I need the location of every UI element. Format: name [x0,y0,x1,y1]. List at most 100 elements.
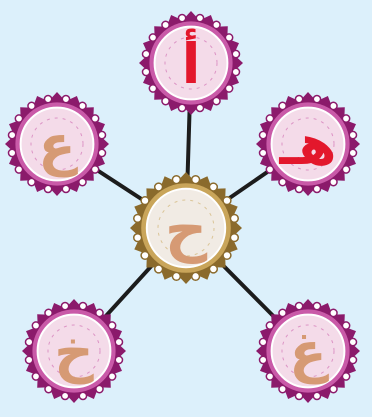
badge-knob [8,149,15,156]
badge-knob [96,309,103,316]
badge-knob [225,85,232,92]
badge-knob [172,176,180,184]
badge-knob [28,178,35,185]
badge-knob [91,115,98,122]
badge-knob [178,104,185,111]
badge-knob [223,197,231,205]
badge-knob [32,322,39,329]
badge-knob [266,115,273,122]
badge-knob [98,149,105,156]
letter-glyph: هـ [279,113,337,177]
letter-node-top[interactable]: أ [139,11,243,115]
badge-knob [178,14,185,21]
badge-knob [295,185,302,192]
badge-knob [79,392,86,399]
badge-knob [25,356,32,363]
badge-knob [62,95,69,102]
badge-knob [342,166,349,173]
badge-knob [142,68,149,75]
badge-knob [279,309,286,316]
badge-knob [349,131,356,138]
badge-knob [213,21,220,28]
badge-knob [259,149,266,156]
letter-node-bottom-left[interactable]: خ [22,299,126,403]
badge-knob [61,302,68,309]
badge-knob [330,178,337,185]
badge-knob [141,197,149,205]
badge-knob [279,102,286,109]
badge-knob [61,392,68,399]
badge-knob [313,302,320,309]
badge-knob [313,392,320,399]
badge-knob [28,102,35,109]
badge-knob [162,21,169,28]
badge-knob [62,185,69,192]
letter-glyph: خ [54,320,94,384]
badge-knob [279,385,286,392]
badge-knob [232,50,239,57]
badge-knob [349,356,356,363]
badge-knob [44,95,51,102]
letter-glyph: أ [182,28,201,96]
badge-knob [196,14,203,21]
badge-knob [45,385,52,392]
badge-knob [196,104,203,111]
badge-knob [349,338,356,345]
letter-node-bottom-right[interactable]: غ [256,299,360,403]
badge-knob [349,149,356,156]
badge-knob [209,265,217,273]
badge-knob [79,302,86,309]
badge-knob [172,272,180,280]
badge-knob [32,373,39,380]
badge-knob [8,131,15,138]
badge-knob [155,183,163,191]
badge-knob [25,338,32,345]
badge-knob [295,95,302,102]
badge-knob [213,97,220,104]
letter-glyph: غ [289,320,329,384]
letter-node-center[interactable]: ح [130,172,242,284]
badge-knob [330,309,337,316]
badge-knob [266,322,273,329]
letter-nodes: أ هـ غ خ ع ح [5,11,360,403]
badge-knob [330,385,337,392]
badge-knob [134,234,142,242]
badge-knob [98,131,105,138]
badge-knob [192,272,200,280]
letter-glyph: ح [165,195,208,264]
letter-node-right[interactable]: هـ [256,92,360,196]
badge-knob [230,214,238,222]
badge-knob [295,302,302,309]
badge-knob [313,95,320,102]
badge-knob [44,185,51,192]
badge-knob [141,251,149,259]
badge-knob [259,338,266,345]
letter-glyph: ع [38,113,78,177]
badge-knob [330,102,337,109]
badge-knob [295,392,302,399]
badge-knob [230,234,238,242]
badge-knob [115,356,122,363]
badge-knob [259,131,266,138]
badge-knob [342,373,349,380]
badge-knob [342,322,349,329]
badge-knob [266,373,273,380]
badge-knob [134,214,142,222]
letter-node-left[interactable]: ع [5,92,109,196]
badge-knob [225,34,232,41]
badge-knob [108,373,115,380]
badge-knob [79,178,86,185]
badge-knob [142,50,149,57]
badge-knob [115,338,122,345]
badge-knob [259,356,266,363]
badge-knob [91,166,98,173]
badge-knob [155,265,163,273]
badge-knob [209,183,217,191]
badge-knob [149,34,156,41]
badge-knob [266,166,273,173]
badge-knob [162,97,169,104]
badge-knob [15,115,22,122]
badge-knob [279,178,286,185]
